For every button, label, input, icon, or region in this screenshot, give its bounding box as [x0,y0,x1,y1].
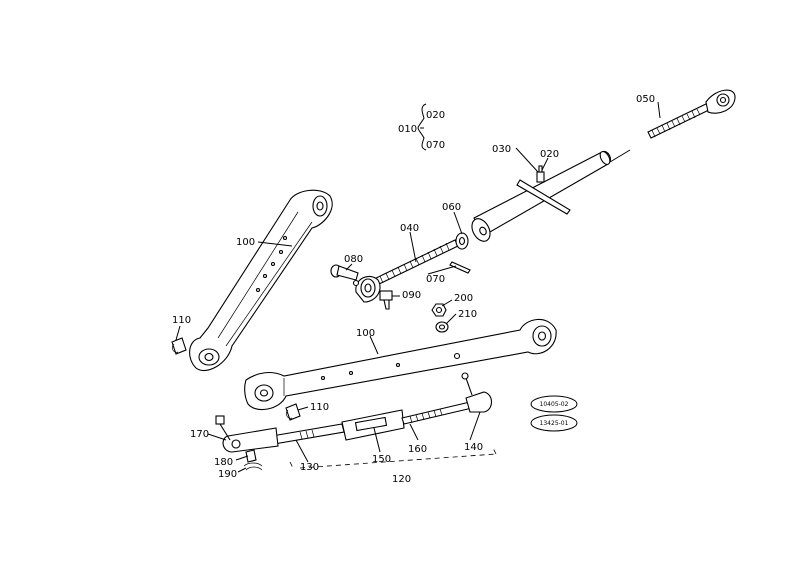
callout-170: 170 [190,429,209,440]
bolt-090 [379,290,393,310]
callout-030: 030 [492,144,511,155]
clevis-170 [215,415,279,453]
top-link-050 [647,89,736,139]
callout-010: 010 [398,124,417,135]
lock-nut-060 [455,232,469,250]
ref-code-badge-bottom: 13425-01 [530,414,578,432]
callout-130: 130 [300,462,319,473]
callout-060: 060 [442,202,461,213]
leader-lines [175,101,661,473]
threaded-rod-040 [355,239,459,303]
ref-code-bottom-text: 13425-01 [540,420,569,427]
callout-020-upper: 020 [426,110,445,121]
top-link-tube-030 [471,149,631,242]
pin-180 [245,449,257,463]
stabilizer-turnbuckle-150 [341,409,405,441]
lower-link-100-left [189,189,333,372]
callout-210: 210 [458,309,477,320]
callout-020: 020 [540,149,559,160]
callout-100-left: 100 [236,237,255,248]
callout-150: 150 [372,454,391,465]
callout-090: 090 [402,290,421,301]
callout-080: 080 [344,254,363,265]
callout-070: 070 [426,274,445,285]
pin-070-upper [449,261,471,274]
threaded-end-160 [401,401,473,425]
callout-110-left: 110 [172,315,191,326]
callout-180: 180 [214,457,233,468]
washer-210 [435,321,449,333]
callout-050: 050 [636,94,655,105]
threaded-end-130 [271,423,345,445]
callout-140: 140 [464,442,483,453]
callout-040: 040 [400,223,419,234]
callout-190: 190 [218,469,237,480]
lynch-pin-110-left [171,337,187,355]
pin-080 [330,264,360,287]
callout-070-upper: 070 [426,140,445,151]
lynch-pin-110-right [285,403,301,421]
ref-code-badge-top: 10405-02 [530,395,578,413]
callout-120: 120 [392,474,411,485]
end-fitting-140 [461,372,493,413]
nut-200 [431,303,447,317]
callout-100-right: 100 [356,328,375,339]
ref-code-top-text: 10405-02 [540,401,569,408]
lower-link-100-right [244,318,557,411]
callout-160: 160 [408,444,427,455]
callout-200: 200 [454,293,473,304]
clip-190 [243,462,263,471]
callout-110-right: 110 [310,402,329,413]
